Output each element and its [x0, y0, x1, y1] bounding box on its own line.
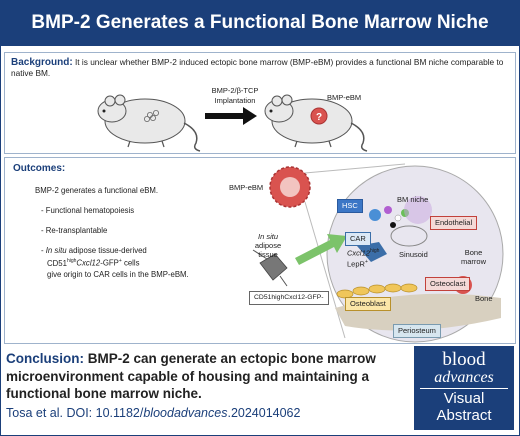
diag-sinusoid: Sinusoid — [399, 250, 428, 259]
diag-periosteum: Periosteum — [393, 324, 441, 338]
blood-advances-logo: blood advances Visual Abstract — [414, 346, 514, 430]
car-cell-icon — [357, 242, 387, 262]
diag-endothelial: Endothelial — [430, 216, 478, 230]
svg-text:?: ? — [316, 112, 322, 123]
conclusion-label: Conclusion: — [6, 351, 84, 366]
background-text-block: Background: It is unclear whether BMP-2 … — [11, 57, 506, 79]
page-title: BMP-2 Generates a Functional Bone Marrow… — [31, 12, 489, 33]
outcome-item-1: - Functional hematopoiesis — [41, 206, 135, 215]
diag-car: CAR — [345, 232, 371, 246]
diag-cd51-label: CD51highCxcl12-GFP- — [249, 291, 329, 305]
citation: Tosa et al. DOI: 10.1182/bloodadvances.2… — [6, 406, 301, 420]
outcomes-label: Outcomes: — [13, 163, 66, 174]
outcomes-list: BMP-2 generates a functional eBM. - Func… — [35, 185, 215, 280]
diag-bone: Bone — [475, 294, 493, 303]
implantation-arrow-icon — [205, 107, 257, 125]
mouse-illustration: ? — [97, 94, 368, 152]
bm-niche-halo — [404, 196, 432, 224]
background-label: Background: — [11, 57, 73, 68]
header-bar: BMP-2 Generates a Functional Bone Marrow… — [0, 0, 520, 46]
differentiation-arrow-icon — [295, 234, 347, 265]
mouse-left-icon — [97, 94, 201, 152]
implantation-label: BMP-2/β-TCP Implantation — [211, 86, 259, 105]
diag-osteoclast: Osteoclast — [425, 277, 471, 291]
conclusion-text: BMP-2 can generate an ectopic bone marro… — [6, 351, 376, 401]
outcome-summary: BMP-2 generates a functional eBM. — [35, 186, 159, 195]
diag-cxcl12: Cxcl12high LepR+ — [347, 248, 380, 268]
diag-bmp-ebm: BMP-eBM — [229, 183, 264, 192]
outcomes-panel: Outcomes: BMP-2 generates a functional e… — [4, 157, 516, 344]
outcome-item-2: - Re-transplantable — [41, 226, 108, 235]
background-text: It is unclear whether BMP-2 induced ecto… — [11, 57, 504, 78]
mouse-right-icon: ? — [264, 94, 368, 152]
outcome-item-3: - In situ adipose tissue-derived CD51hig… — [41, 246, 189, 279]
diag-bm-niche: BM niche — [397, 195, 429, 204]
diag-hsc: HSC — [337, 199, 363, 213]
hsc-cells — [369, 206, 409, 228]
adipose-cell-icon — [252, 249, 288, 287]
conclusion-block: Conclusion: BMP-2 can generate an ectopi… — [6, 350, 406, 403]
background-panel: Background: It is unclear whether BMP-2 … — [4, 52, 516, 154]
bmp-ebm-blob-icon — [269, 166, 311, 208]
bmp-ebm-label: BMP-eBM — [327, 93, 362, 102]
osteoblast-cells — [336, 283, 418, 299]
diag-osteoblast: Osteoblast — [345, 297, 391, 311]
sinusoid-icon — [390, 225, 428, 247]
